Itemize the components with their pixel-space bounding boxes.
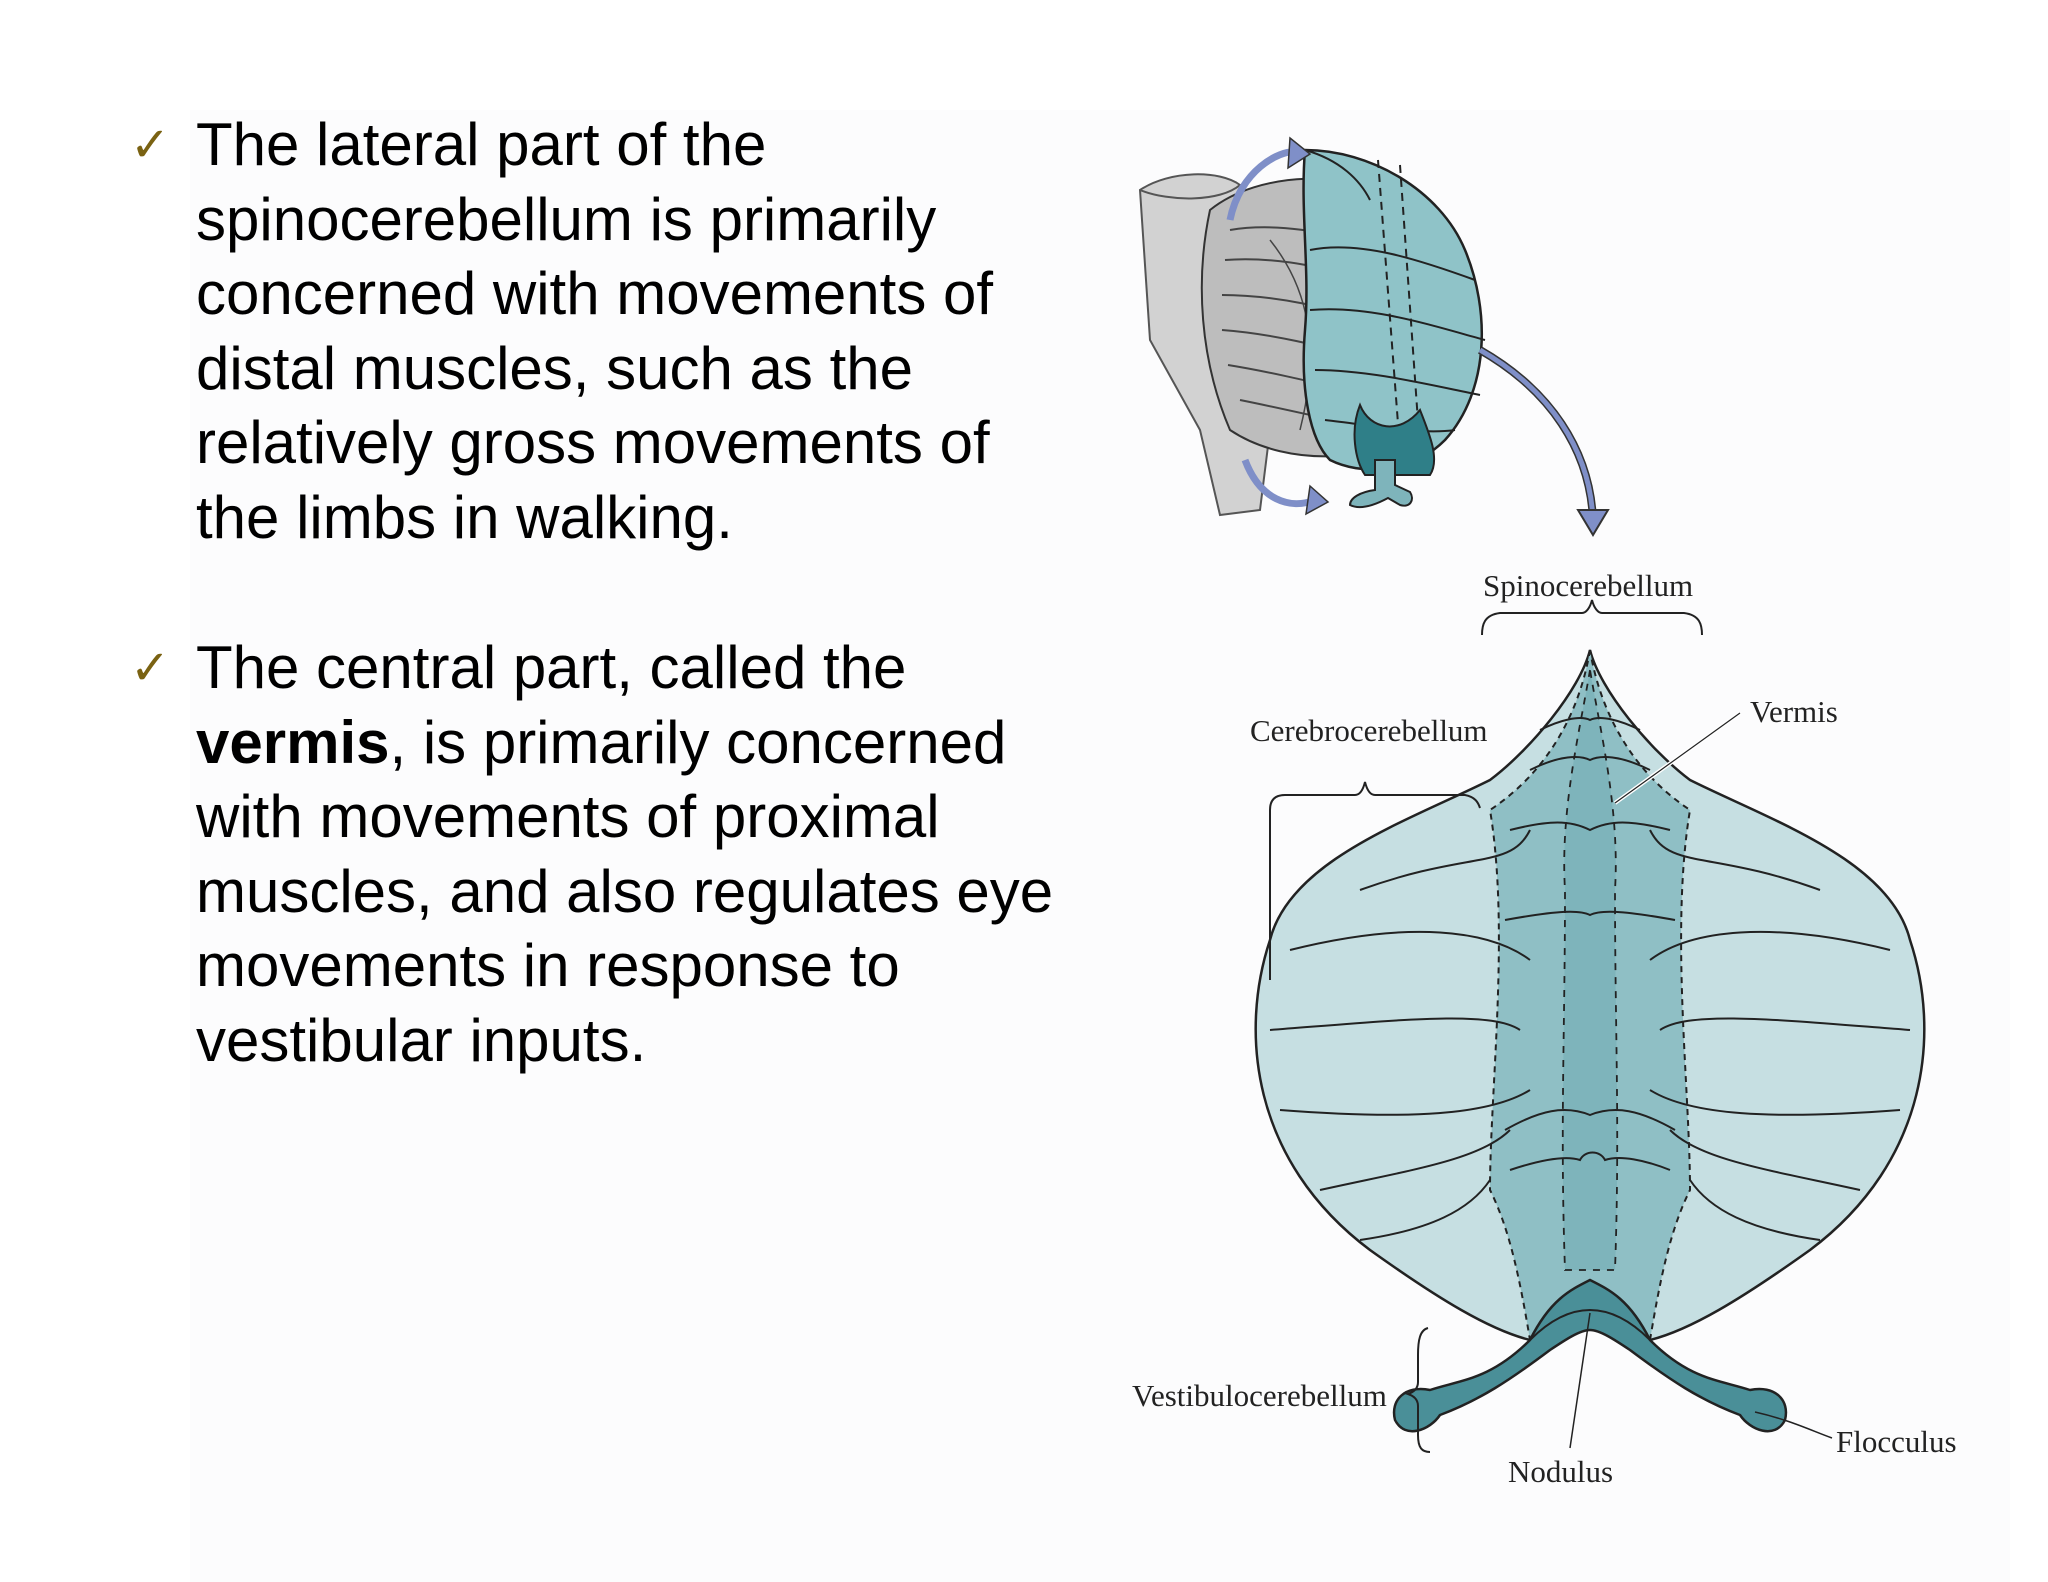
- bullet-list: ✓ The lateral part of the spinocerebellu…: [130, 108, 1110, 1154]
- bullet-text: The lateral part of the spinocerebellum …: [196, 111, 994, 551]
- brainstem-3d-view: [1138, 136, 1610, 537]
- cerebellum-figure: Spinocerebellum Vermis Cerebrocerebellum…: [1110, 130, 2010, 1500]
- label-nodulus: Nodulus: [1508, 1454, 1613, 1489]
- bullet-text-before: The central part, called the: [196, 634, 907, 701]
- label-vermis: Vermis: [1750, 694, 1838, 729]
- vestibulocerebellum-bracket: [1404, 1327, 1431, 1453]
- label-spinocerebellum: Spinocerebellum: [1483, 568, 1693, 603]
- flattened-cerebellum-diagram: Spinocerebellum Vermis Cerebrocerebellum…: [1132, 568, 1957, 1489]
- bullet-text: The central part, called the vermis, is …: [196, 631, 1126, 1078]
- bullet-text-after: , is primarily concerned with movements …: [196, 708, 1054, 1074]
- bold-term: vermis: [196, 708, 390, 776]
- cerebellum-illustration: Spinocerebellum Vermis Cerebrocerebellum…: [1132, 136, 1957, 1489]
- spinocerebellum-bracket: [1481, 599, 1703, 636]
- bullet-item-vermis: ✓ The central part, called the vermis, i…: [130, 631, 1110, 1078]
- label-vestibulocerebellum: Vestibulocerebellum: [1132, 1378, 1387, 1413]
- label-cerebrocerebellum: Cerebrocerebellum: [1250, 713, 1488, 748]
- checkmark-icon: ✓: [130, 640, 171, 696]
- checkmark-icon: ✓: [130, 117, 171, 173]
- label-flocculus: Flocculus: [1836, 1424, 1957, 1459]
- cerebrocerebellum-bracket: [1269, 781, 1481, 980]
- bullet-item-lateral: ✓ The lateral part of the spinocerebellu…: [130, 108, 1110, 555]
